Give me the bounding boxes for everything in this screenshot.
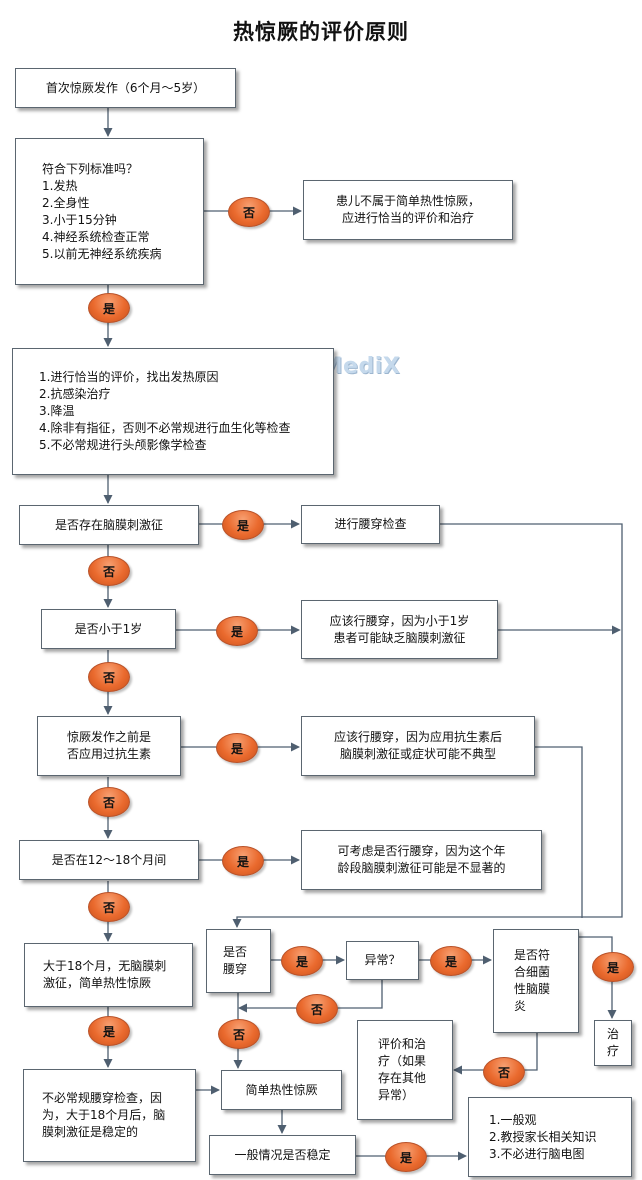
under-1-action-line: 患者可能缺乏脑膜刺激征 xyxy=(333,630,466,645)
abnormal-text: 异常？ xyxy=(364,953,401,967)
meningeal-question-box: 是否存在脑膜刺激征 xyxy=(19,505,199,545)
evaluate-treat-line: 疗（如果 xyxy=(378,1054,427,1068)
criteria-item: 4.神经系统检查正常 xyxy=(42,229,150,244)
initial-step: 3.降温 xyxy=(39,404,75,418)
final-step: 2.教授家长相关知识 xyxy=(489,1129,597,1144)
no-routine-lp-box: 不必常规腰穿检查，因 为，大于18个月后，脑 膜刺激征是稳定的 xyxy=(23,1069,196,1162)
initial-step: 5.不必常规进行头颅影像学检查 xyxy=(39,438,207,452)
no-oval-12-18: 否 xyxy=(88,892,130,922)
initial-steps-box: 1.进行恰当的评价，找出发热原因 2.抗感染治疗 3.降温 4.除非有指征，否则… xyxy=(12,348,334,475)
initial-step: 1.进行恰当的评价，找出发热原因 xyxy=(39,370,219,384)
yes-oval-stable: 是 xyxy=(385,1142,427,1172)
criteria-heading: 符合下列标准吗？ xyxy=(42,161,139,176)
yes-oval-under-1: 是 xyxy=(216,616,258,646)
antibiotics-question-line: 惊厥发作之前是 xyxy=(66,730,151,744)
age-12-18-action-box: 可考虑是否行腰穿，因为这个年 龄段脑膜刺激征可能是不显著的 xyxy=(301,830,542,890)
not-simple-line: 患儿不属于简单热性惊厥， xyxy=(335,194,480,208)
lp-question-line: 是否 xyxy=(223,945,248,959)
initial-step: 4.除非有指征，否则不必常规进行血生化等检查 xyxy=(39,421,291,435)
over-18-line: 大于18个月，无脑膜刺 xyxy=(43,959,167,973)
no-routine-lp-line: 为，大于18个月后，脑 xyxy=(42,1108,166,1122)
under-1-question: 是否小于1岁 xyxy=(74,621,143,636)
under-1-action-box: 应该行腰穿，因为小于1岁 患者可能缺乏脑膜刺激征 xyxy=(301,600,498,659)
bacterial-question-box: 是否符 合细菌 性脑膜 炎 xyxy=(493,929,579,1033)
age-12-18-action-line: 可考虑是否行腰穿，因为这个年 xyxy=(337,844,506,858)
criteria-item: 5.以前无神经系统疾病 xyxy=(42,246,162,261)
antibiotics-question-box: 惊厥发作之前是 否应用过抗生素 xyxy=(37,716,181,776)
yes-oval-criteria: 是 xyxy=(88,293,130,323)
yes-oval-antibiotics: 是 xyxy=(216,733,258,763)
no-oval-antibiotics: 否 xyxy=(88,787,130,817)
yes-oval-over-18: 是 xyxy=(88,1016,130,1046)
over-18-box: 大于18个月，无脑膜刺 激征，简单热性惊厥 xyxy=(24,943,193,1007)
yes-oval-meningeal: 是 xyxy=(222,510,264,540)
bacterial-question-line: 合细菌 xyxy=(514,965,551,979)
initial-step: 2.抗感染治疗 xyxy=(39,387,111,401)
antibiotics-action-line: 应该行腰穿，因为应用抗生素后 xyxy=(333,730,502,744)
criteria-item: 2.全身性 xyxy=(42,195,90,210)
start-text: 首次惊厥发作（6个月～5岁） xyxy=(45,80,206,95)
criteria-box: 符合下列标准吗？ 1.发热 2.全身性 3.小于15分钟 4.神经系统检查正常 … xyxy=(15,138,204,285)
final-step: 3.不必进行脑电图 xyxy=(489,1146,585,1161)
age-12-18-question: 是否在12～18个月间 xyxy=(51,852,167,867)
no-routine-lp-line: 膜刺激征是稳定的 xyxy=(42,1125,139,1139)
start-box: 首次惊厥发作（6个月～5岁） xyxy=(15,68,236,108)
age-12-18-question-box: 是否在12～18个月间 xyxy=(19,840,199,880)
final-steps-box: 1.一般观 2.教授家长相关知识 3.不必进行脑电图 xyxy=(468,1097,632,1177)
yes-oval-bacterial: 是 xyxy=(592,952,634,982)
page-title: 热惊厥的评价原则 xyxy=(233,20,409,44)
no-oval-under-1: 否 xyxy=(88,662,130,692)
bacterial-question-line: 是否符 xyxy=(514,948,551,962)
treat-line: 治 xyxy=(606,1027,619,1041)
final-step: 1.一般观 xyxy=(489,1112,537,1127)
criteria-item: 3.小于15分钟 xyxy=(42,212,117,227)
yes-oval-lp: 是 xyxy=(281,946,323,976)
bacterial-question-line: 炎 xyxy=(514,999,527,1013)
simple-fs-text: 简单热性惊厥 xyxy=(245,1082,318,1097)
antibiotics-action-line: 脑膜刺激征或症状可能不典型 xyxy=(339,747,496,761)
treat-line: 疗 xyxy=(606,1044,619,1058)
evaluate-treat-line: 存在其他 xyxy=(378,1071,427,1085)
no-oval-bacterial: 否 xyxy=(483,1057,525,1087)
meningeal-question: 是否存在脑膜刺激征 xyxy=(54,517,163,532)
under-1-action-line: 应该行腰穿，因为小于1岁 xyxy=(329,613,470,628)
evaluate-treat-box: 评价和治 疗（如果 存在其他 异常） xyxy=(357,1020,453,1120)
abnormal-box: 异常？ xyxy=(346,941,419,980)
criteria-item: 1.发热 xyxy=(42,178,78,193)
no-oval-abnormal: 否 xyxy=(296,994,338,1024)
no-oval-meningeal: 否 xyxy=(88,556,130,586)
lumbar-puncture-box: 进行腰穿检查 xyxy=(301,505,440,544)
age-12-18-action-line: 龄段脑膜刺激征可能是不显著的 xyxy=(337,861,506,875)
stable-question-box: 一般情况是否稳定 xyxy=(209,1135,356,1175)
yes-oval-12-18: 是 xyxy=(222,846,264,876)
stable-question: 一般情况是否稳定 xyxy=(234,1147,331,1162)
lp-question-box: 是否 腰穿 xyxy=(206,929,271,993)
simple-fs-box: 简单热性惊厥 xyxy=(221,1070,342,1110)
no-oval-criteria: 否 xyxy=(228,197,270,227)
not-simple-line: 应进行恰当的评价和治疗 xyxy=(341,211,474,225)
not-simple-box: 患儿不属于简单热性惊厥， 应进行恰当的评价和治疗 xyxy=(303,180,513,240)
lp-question-line: 腰穿 xyxy=(223,962,248,976)
under-1-question-box: 是否小于1岁 xyxy=(41,609,176,649)
lumbar-puncture-text: 进行腰穿检查 xyxy=(334,517,407,531)
bacterial-question-line: 性脑膜 xyxy=(514,982,551,996)
evaluate-treat-line: 异常） xyxy=(378,1088,415,1102)
treat-box: 治 疗 xyxy=(594,1020,632,1066)
antibiotics-action-box: 应该行腰穿，因为应用抗生素后 脑膜刺激征或症状可能不典型 xyxy=(301,716,535,776)
no-routine-lp-line: 不必常规腰穿检查，因 xyxy=(42,1091,163,1105)
over-18-line: 激征，简单热性惊厥 xyxy=(43,976,152,990)
no-oval-lp: 否 xyxy=(218,1019,260,1049)
yes-oval-abnormal: 是 xyxy=(430,946,472,976)
evaluate-treat-line: 评价和治 xyxy=(378,1037,427,1051)
antibiotics-question-line: 否应用过抗生素 xyxy=(66,747,151,761)
